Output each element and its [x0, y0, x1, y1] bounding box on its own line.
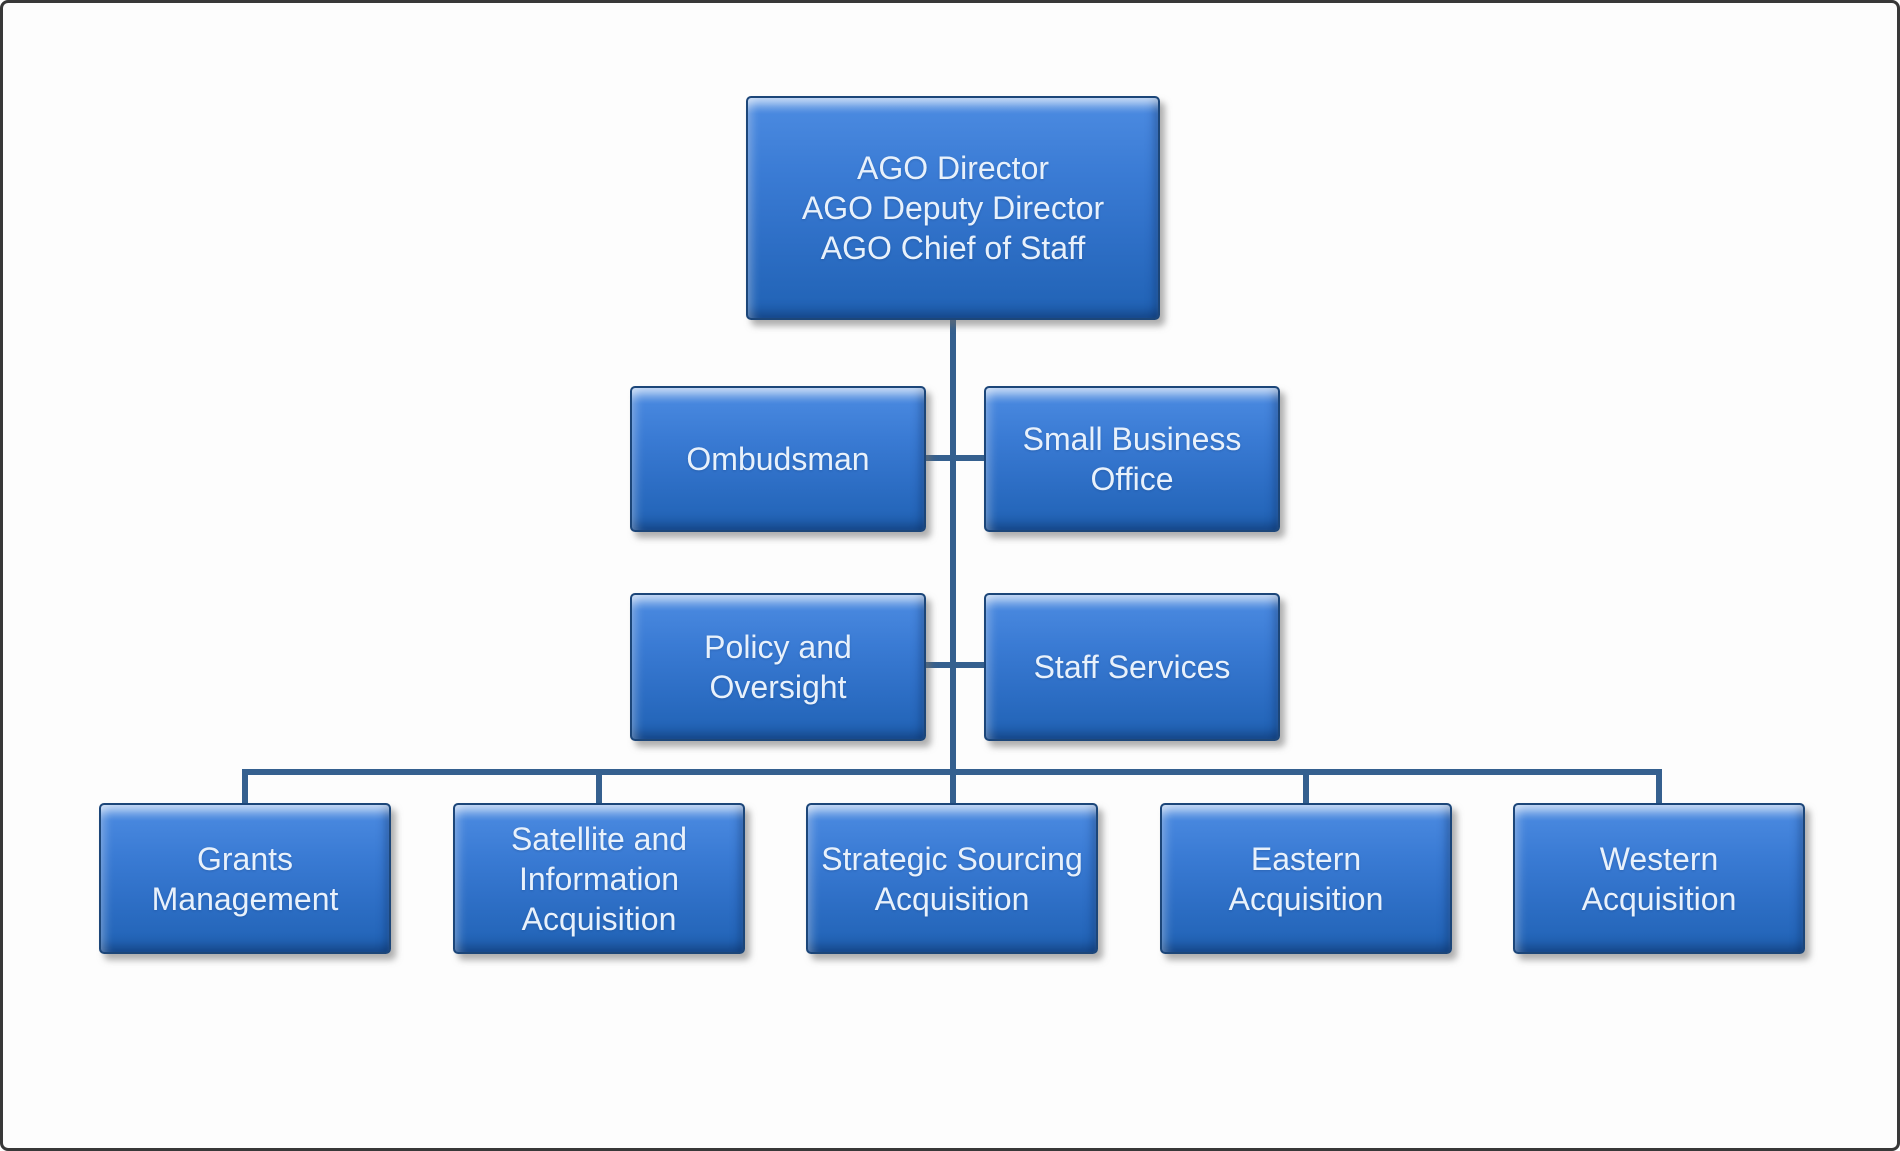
- org-node-director: AGO Director AGO Deputy Director AGO Chi…: [746, 96, 1160, 320]
- org-node-ombudsman: Ombudsman: [630, 386, 926, 532]
- org-node-grants-management: Grants Management: [99, 803, 391, 954]
- connector-stub-grants: [242, 769, 248, 806]
- org-node-satellite-information-acquisition: Satellite and Information Acquisition: [453, 803, 745, 954]
- connector-level2-horizontal: [923, 455, 987, 461]
- connector-stub-western: [1656, 769, 1662, 806]
- connector-level3-horizontal: [923, 662, 987, 668]
- org-node-small-business-office: Small Business Office: [984, 386, 1280, 532]
- org-node-eastern-acquisition: Eastern Acquisition: [1160, 803, 1452, 954]
- connector-trunk-vertical: [950, 318, 956, 806]
- org-node-western-acquisition: Western Acquisition: [1513, 803, 1805, 954]
- org-node-staff-services: Staff Services: [984, 593, 1280, 741]
- org-node-policy-and-oversight: Policy and Oversight: [630, 593, 926, 741]
- connector-stub-eastern: [1303, 769, 1309, 806]
- org-node-strategic-sourcing-acquisition: Strategic Sourcing Acquisition: [806, 803, 1098, 954]
- connector-level4-distribution: [242, 769, 1662, 775]
- connector-stub-satellite: [596, 769, 602, 806]
